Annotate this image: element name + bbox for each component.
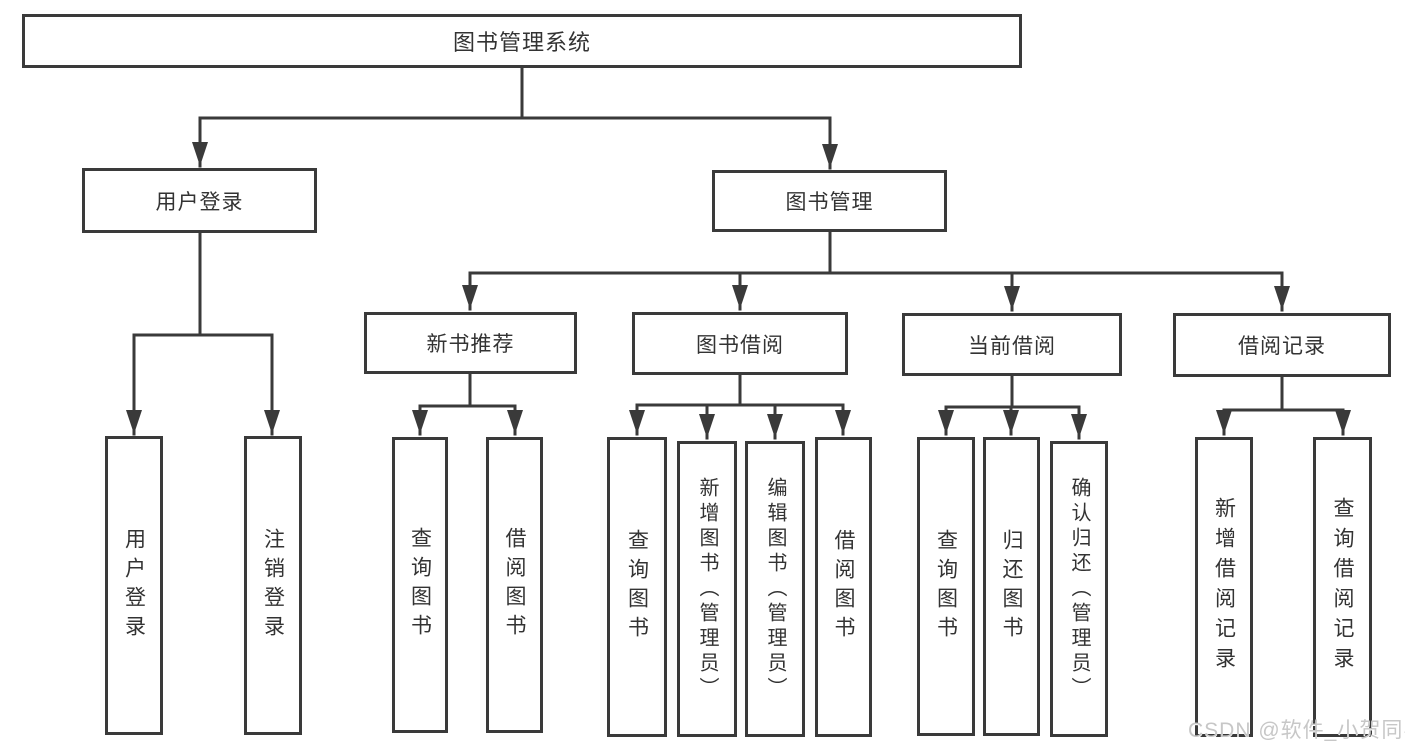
node-user-login: 用户登录 [82,168,317,233]
leaf-query-borrow-record: 查询借阅记录 [1313,437,1372,737]
node-book-borrow: 图书借阅 [632,312,848,375]
leaf-borrow-book: 借阅图书 [815,437,872,737]
node-borrow-record: 借阅记录 [1173,313,1391,377]
leaf-add-borrow-record: 新增借阅记录 [1195,437,1253,737]
leaf-return-book: 归还图书 [983,437,1040,736]
leaf-confirm-return-admin: 确认归还（管理员） [1050,441,1108,737]
leaf-edit-book-admin: 编辑图书（管理员） [745,441,805,737]
watermark: CSDN @软件_小贺同学 [1188,719,1405,742]
leaf-add-book-admin: 新增图书（管理员） [677,441,737,737]
leaf-logout: 注销登录 [244,436,302,735]
leaf-user-login: 用户登录 [105,436,163,735]
leaf-query-book-borrow: 查询图书 [607,437,667,737]
node-current-borrow: 当前借阅 [902,313,1122,376]
leaf-query-book-current: 查询图书 [917,437,975,736]
node-new-book: 新书推荐 [364,312,577,374]
leaf-query-book-new: 查询图书 [392,437,448,733]
node-book-manage: 图书管理 [712,170,947,232]
node-root: 图书管理系统 [22,14,1022,68]
leaf-borrow-book-new: 借阅图书 [486,437,543,733]
